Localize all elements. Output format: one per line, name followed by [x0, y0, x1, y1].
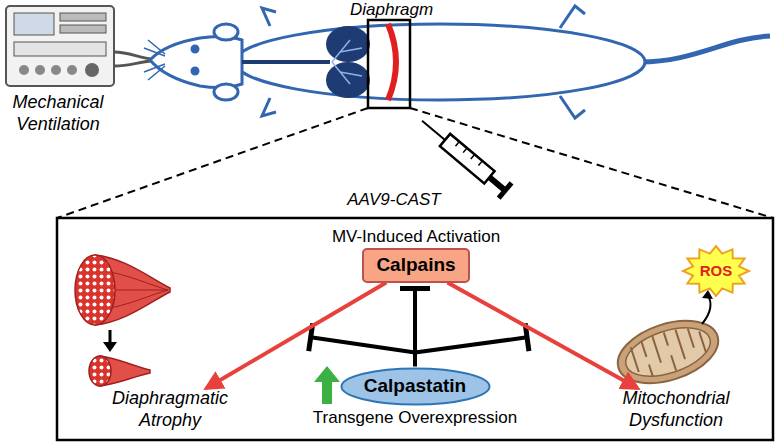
heading-text: MV-Induced Activation [332, 227, 500, 247]
process-box: MV-Induced ActivationCalpains [362, 248, 470, 283]
ros-starburst: ROS [683, 246, 749, 296]
syringe [416, 113, 514, 200]
caption-text: Transgene Overexpression [313, 408, 517, 428]
inhibitor-ellipse: CalpastatinTransgene Overexpression [340, 367, 491, 406]
zoom-line [410, 108, 773, 218]
lung [326, 26, 370, 62]
inhibition-line [415, 337, 527, 352]
lung [326, 62, 370, 98]
zoom-frame [57, 218, 773, 440]
increase-arrow [314, 366, 340, 404]
inhibition-arrow [413, 289, 417, 367]
vector-label: AAV9-CAST [342, 190, 446, 210]
diaphragm-frame [368, 20, 410, 108]
node-text: Calpains [376, 254, 456, 277]
activation-arrow [207, 283, 386, 389]
device-label: Mechanical Ventilation [2, 92, 114, 135]
inhibition-line [311, 337, 415, 352]
ventilator-tube [114, 52, 152, 59]
rat [144, 6, 770, 118]
node-text: Mitochondrial Dysfunction [588, 388, 764, 431]
muscle-illustration [75, 255, 170, 386]
ventilator [6, 6, 114, 86]
ros-release-arrow [702, 296, 710, 324]
effect-label-box: Diaphragmatic Atrophy [95, 388, 245, 431]
node-text: Calpastatin [364, 375, 467, 398]
ventilator-tube [114, 61, 152, 66]
trachea [242, 60, 330, 64]
lung-veins [332, 40, 362, 84]
node-text: ROS [700, 262, 733, 280]
activation-arrow [447, 283, 637, 389]
region-label: Diaphragm [350, 0, 430, 20]
zoom-line [57, 108, 368, 218]
node-text: Diaphragmatic Atrophy [95, 388, 245, 431]
diaphragm-muscle [388, 24, 396, 100]
effect-label-box: Mitochondrial Dysfunction [588, 388, 764, 431]
